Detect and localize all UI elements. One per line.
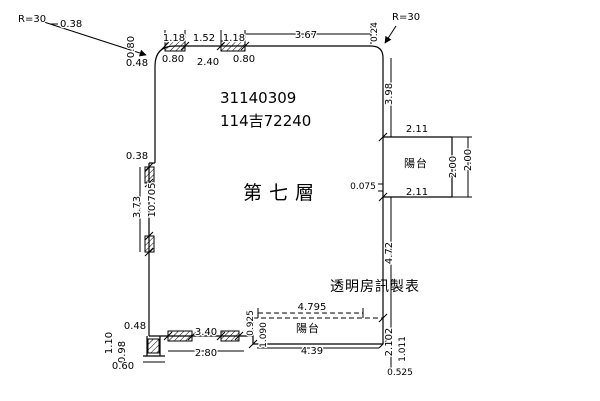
dim-4-795: 4.795 — [298, 302, 327, 313]
dim-2-11-bottom: 2.11 — [406, 187, 428, 198]
dim-0-98: 0.98 — [117, 341, 128, 363]
bottom-balcony-label: 陽台 — [296, 321, 320, 335]
dim-0-60: 0.60 — [112, 361, 134, 372]
dim-2-11-top: 2.11 — [406, 124, 428, 135]
watermark-text: 透明房訊製表 — [330, 279, 420, 295]
dim-0-525: 0.525 — [387, 368, 413, 378]
dim-3-73: 3.73 — [132, 196, 143, 218]
dim-1-18-a: 1.18 — [163, 33, 185, 44]
dim-0-80-a: 0.80 — [162, 54, 184, 65]
dim-0-48-top: 0.48 — [126, 58, 148, 69]
dim-1-011: 1.011 — [398, 336, 408, 362]
window-box — [147, 338, 160, 354]
right-balcony-label: 陽台 — [404, 156, 428, 170]
dim-2-40: 2.40 — [197, 57, 219, 68]
dim-0-80-b: 0.80 — [233, 54, 255, 65]
dim-1-52: 1.52 — [193, 33, 215, 44]
dim-3-67: 3.67 — [295, 30, 317, 41]
window-openings — [144, 40, 246, 354]
dim-1-18-b: 1.18 — [223, 33, 245, 44]
dim-0-38-top: 0.38 — [60, 19, 82, 30]
radius-arrows — [43, 21, 397, 57]
radius-label-top-left: R=30 — [18, 14, 46, 25]
floor-title: 第七層 — [243, 182, 321, 204]
dim-2-80: 2.80 — [195, 348, 217, 359]
dim-0-80-vertical: 0.80 — [126, 36, 137, 58]
dim-2-00-a: 2.00 — [448, 156, 459, 178]
dim-0-48-bottom: 0.48 — [124, 321, 146, 332]
dim-0-24: 0.24 — [370, 22, 380, 42]
dim-10-705: 10.705 — [147, 183, 158, 218]
dim-1-10: 1.10 — [104, 332, 115, 354]
window-box — [220, 330, 240, 342]
right-balcony-outline — [383, 136, 472, 198]
dim-2-00-b: 2.00 — [463, 149, 474, 171]
dim-1-090: 1.090 — [259, 322, 269, 348]
radius-label-top-right: R=30 — [392, 12, 420, 23]
labels: R=30 0.38 0.80 0.48 1.18 1.52 1.18 3.67 … — [17, 11, 476, 380]
parcel-number-line1: 31140309 — [220, 89, 296, 107]
dim-4-72: 4.72 — [384, 242, 395, 264]
dim-0-38-left: 0.38 — [126, 151, 148, 162]
parcel-number-line2: 114吉72240 — [220, 112, 311, 130]
dim-4-39: 4.39 — [301, 346, 323, 357]
dimension-ticks — [50, 23, 392, 368]
dim-3-40: 3.40 — [195, 327, 217, 338]
dim-0-075: 0.075 — [350, 182, 376, 192]
dim-0-925: 0.925 — [246, 310, 256, 336]
bottom-balcony-outline — [252, 308, 383, 345]
dim-3-98: 3.98 — [384, 83, 395, 105]
dim-2-102: 2.102 — [384, 328, 395, 357]
